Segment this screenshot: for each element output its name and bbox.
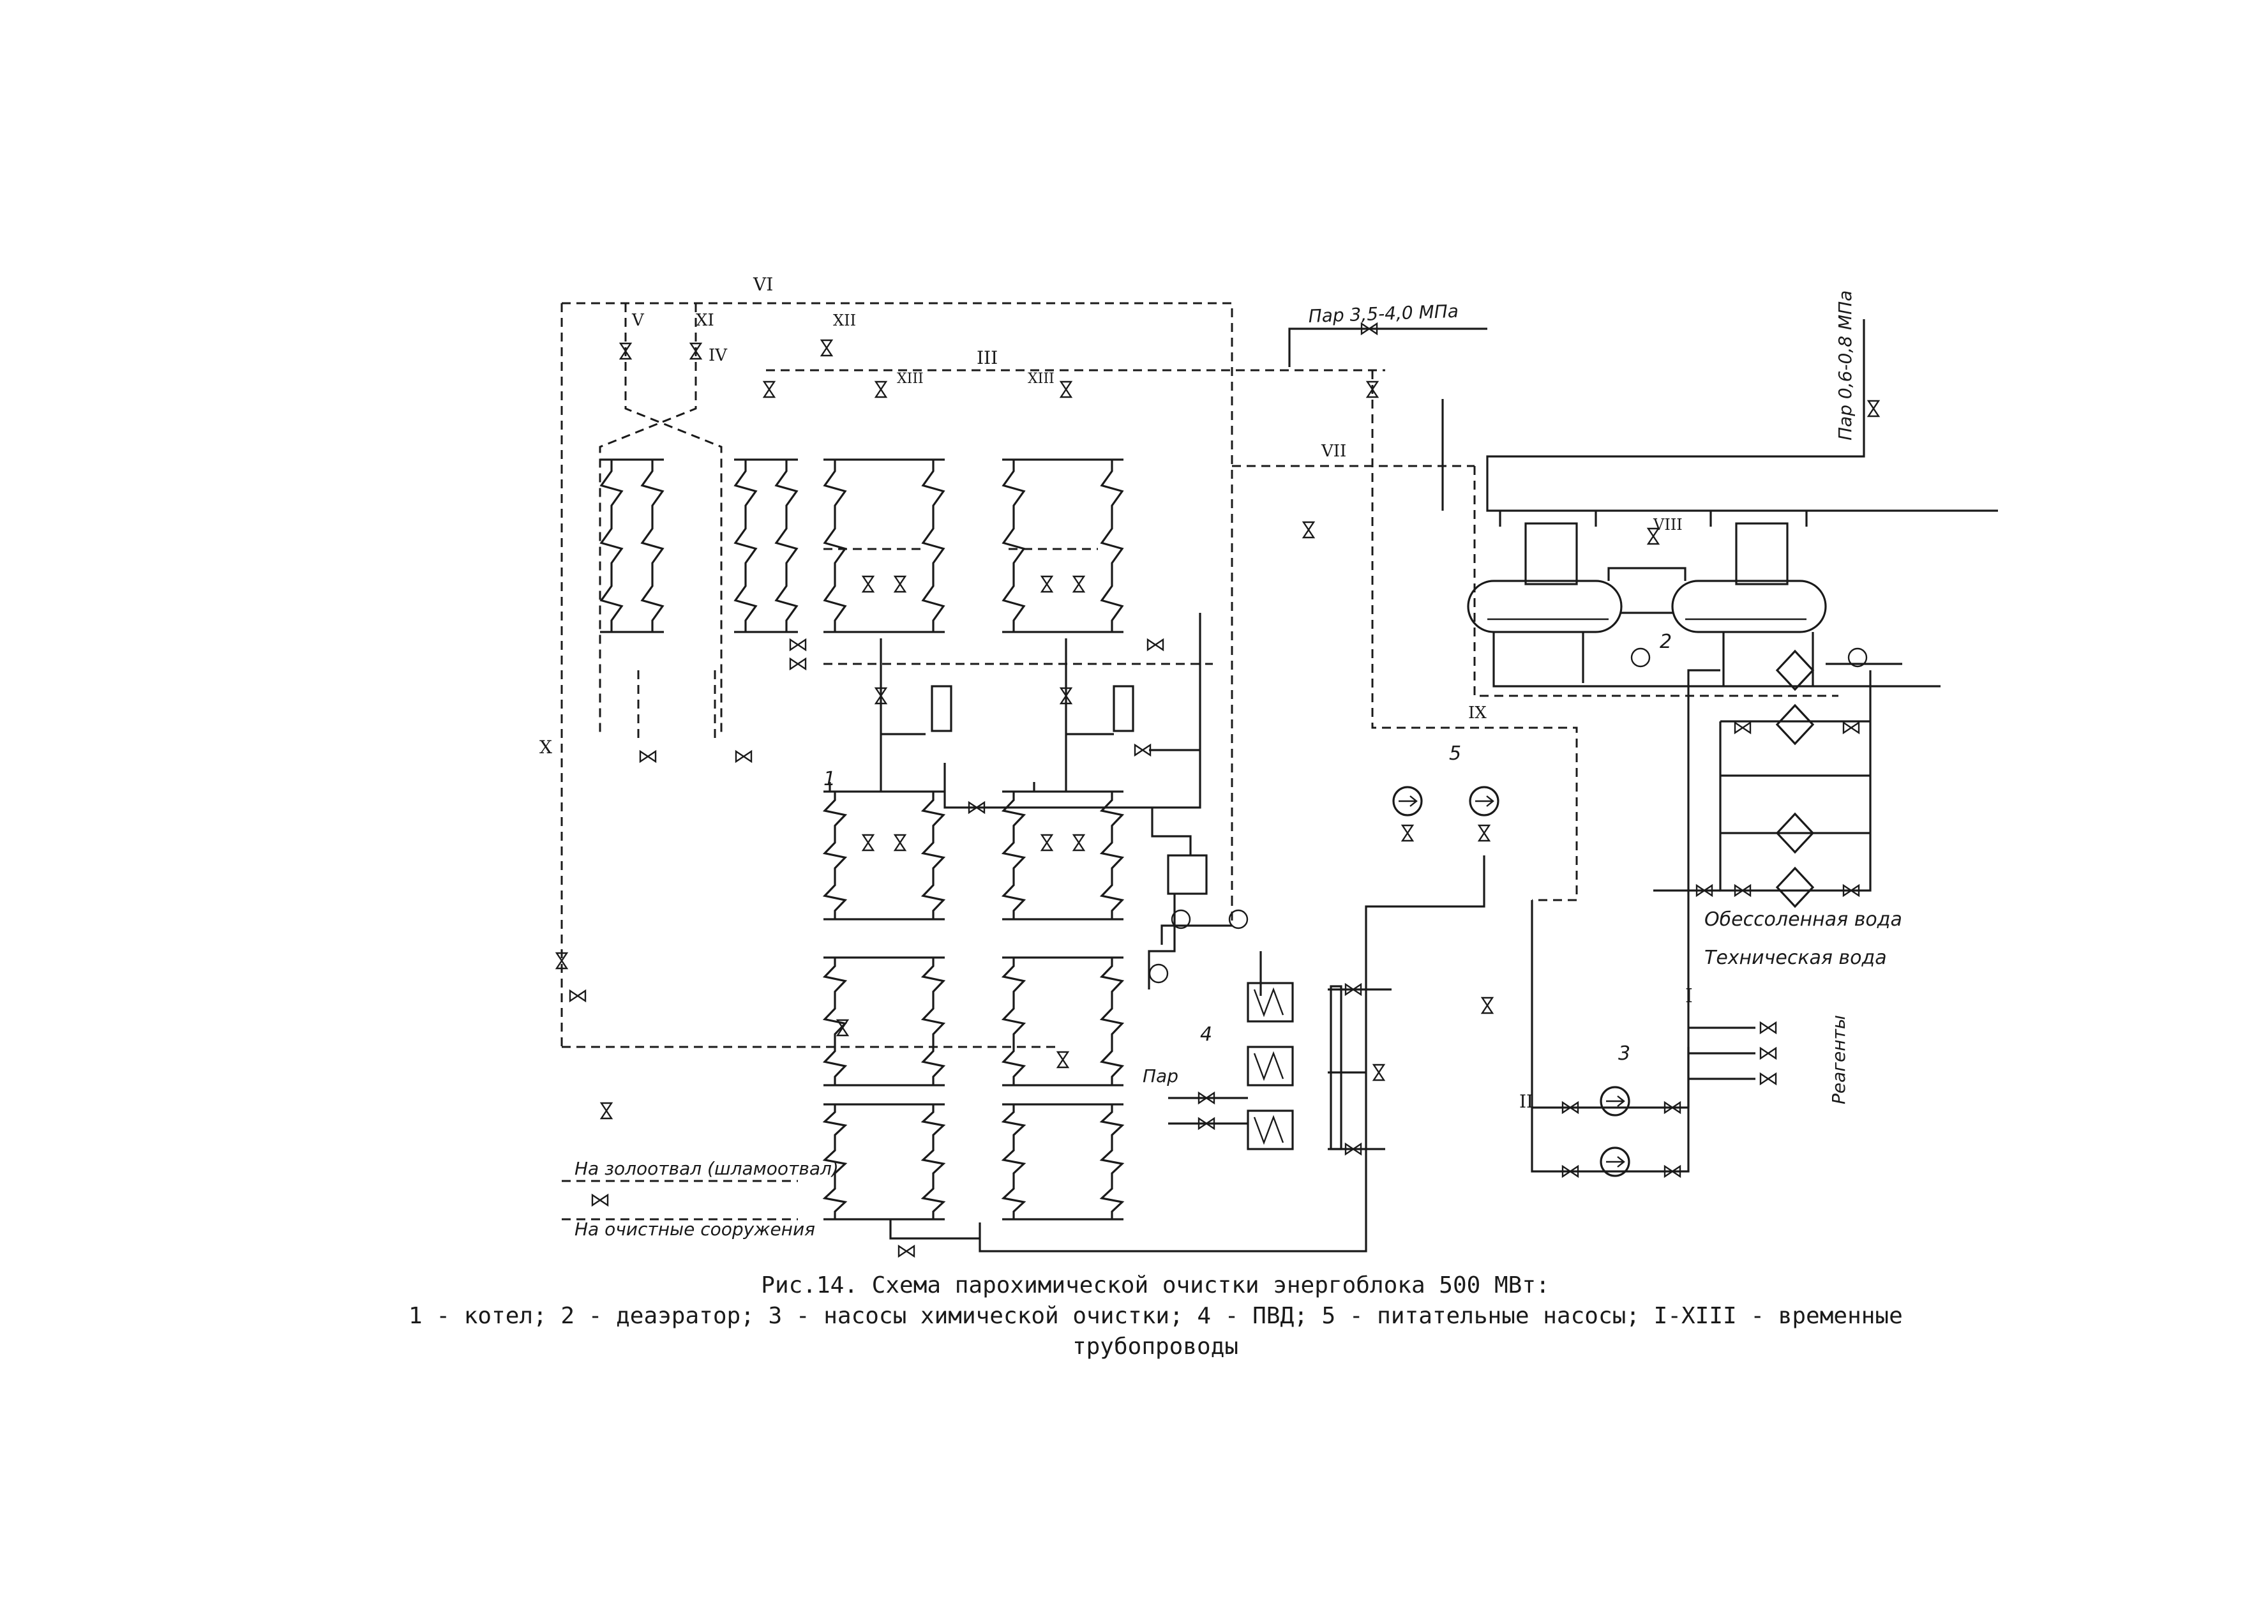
caption-legend-line2: трубопроводы (1072, 1334, 1239, 1360)
temporary-pipelines (560, 302, 1838, 1221)
caption-legend-line1: 1 - котел; 2 - деаэратор; 3 - насосы хим… (409, 1303, 1903, 1329)
coil-bundle (1002, 458, 1124, 633)
label-demin-water: Обессоленная вода (1704, 908, 1902, 931)
label-steam-high: Пар 3,5-4,0 МПа (1308, 301, 1459, 327)
label-steam: Пар (1143, 1065, 1178, 1086)
valve-icon (639, 750, 657, 763)
valve-icon (897, 1245, 915, 1258)
roman-XII: XII (833, 312, 856, 329)
valve-icon (1072, 575, 1085, 593)
valve-icon (689, 342, 702, 360)
valve-icon (600, 1102, 613, 1120)
filters (1775, 649, 1815, 908)
valve-icon (1867, 400, 1880, 417)
valve-icon (1759, 1047, 1777, 1060)
valve-icon (1040, 834, 1053, 852)
label-treatment: На очистные сооружения (575, 1219, 815, 1240)
valve-icon (1401, 824, 1414, 842)
valve-icon (1302, 521, 1315, 539)
diagram-labels: Пар 3,5-4,0 МПа Пар 0,6-0,8 МПа Пар Обес… (539, 274, 1902, 1240)
roman-IV: IV (709, 346, 728, 365)
pump-icon (1392, 786, 1423, 816)
label-tech-water: Техническая вода (1704, 947, 1887, 969)
coil-bundle (823, 458, 945, 633)
caption-title: Рис.14. Схема парохимической очистки эне… (761, 1272, 1550, 1298)
figure-caption: Рис.14. Схема парохимической очистки эне… (409, 1270, 1903, 1362)
valve-icon (875, 380, 887, 398)
valve-icon (894, 575, 906, 593)
valve-icon (1759, 1072, 1777, 1085)
valve-icon (1366, 380, 1379, 398)
roman-XIII-a: XIII (897, 371, 924, 387)
valve-icon (894, 834, 906, 852)
label-reagents: Реагенты (1828, 1015, 1849, 1104)
valve-icon (763, 380, 776, 398)
valve-icon (619, 342, 632, 360)
valve-icon (1072, 834, 1085, 852)
roman-X: X (539, 737, 552, 758)
valve-icon (1040, 575, 1053, 593)
valve-icon (735, 750, 753, 763)
label-boiler: 1 (823, 768, 836, 790)
valve-icon (1734, 721, 1752, 734)
valve-icon (862, 575, 875, 593)
label-hph: 4 (1200, 1023, 1212, 1046)
valve-icon (569, 989, 587, 1002)
roman-VII: VII (1321, 442, 1346, 461)
coil-bundle (1001, 790, 1125, 921)
valve-icon (862, 834, 875, 852)
valve-icon (789, 658, 807, 670)
coil-bundle (1001, 1103, 1125, 1221)
valve-icon (1842, 721, 1860, 734)
process-piping (829, 319, 1998, 1252)
valve-icon (820, 339, 833, 357)
roman-XI: XI (696, 311, 714, 330)
label-steam-low: Пар 0,6-0,8 МПа (1835, 290, 1856, 440)
valve-icon (1478, 824, 1491, 842)
valve-icon (1481, 996, 1494, 1014)
hph-4 (1247, 982, 1342, 1150)
roman-III: III (977, 347, 998, 368)
roman-VIII: VIII (1653, 516, 1683, 534)
coil-bundle (822, 956, 946, 1086)
valve-icon (1759, 1021, 1777, 1034)
label-ash-dump: На золоотвал (шламоотвал) (575, 1158, 839, 1179)
pump-icon (1600, 1086, 1630, 1116)
valve-icon (1146, 638, 1164, 651)
coil-bundle (822, 790, 946, 921)
label-deaerator: 2 (1660, 631, 1672, 653)
valve-icon (789, 638, 807, 651)
pumps (1148, 647, 1868, 1177)
valve-icon (1372, 1064, 1385, 1081)
boiler-coils (599, 458, 1125, 1221)
pump-icon (1469, 786, 1499, 816)
coil-bundle (733, 458, 799, 633)
roman-VI: VI (753, 274, 773, 295)
valves (555, 322, 1880, 1258)
roman-II: II (1519, 1091, 1533, 1112)
coil-bundle (822, 1103, 946, 1221)
coil-bundle (599, 458, 665, 633)
label-feed-pumps: 5 (1449, 742, 1461, 765)
roman-I: I (1685, 985, 1693, 1007)
valve-icon (1060, 380, 1072, 398)
separator (931, 685, 1208, 895)
roman-XIII-b: XIII (1028, 371, 1055, 387)
valve-icon (1056, 1051, 1069, 1069)
coil-bundle (1001, 956, 1125, 1086)
label-pumps: 3 (1618, 1042, 1630, 1065)
deaerator-2 (1467, 511, 1941, 688)
valve-icon (591, 1194, 609, 1207)
valve-icon (1134, 744, 1152, 756)
roman-IX: IX (1468, 703, 1487, 723)
roman-V: V (631, 311, 645, 330)
